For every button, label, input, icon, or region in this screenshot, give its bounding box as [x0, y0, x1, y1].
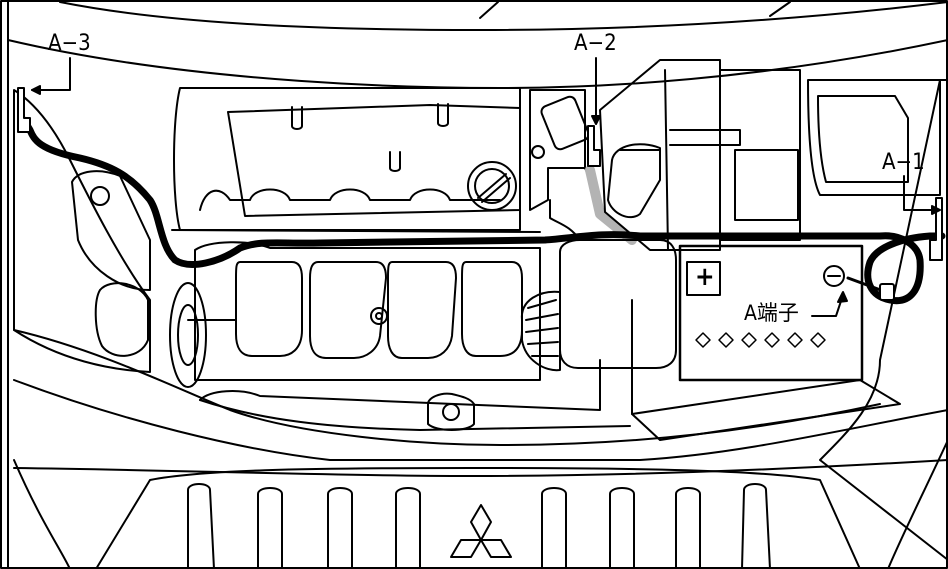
airbox-ridge	[669, 129, 741, 146]
intake-clamp	[607, 143, 661, 219]
runner-2	[309, 261, 387, 359]
sensor-knob	[531, 145, 545, 159]
airbox-lid	[734, 149, 799, 221]
oil-filler-cap-inner	[474, 168, 510, 204]
a3-leader-arrow	[31, 85, 41, 95]
cell-cap-1	[695, 332, 711, 348]
battery-negative-post	[823, 265, 845, 287]
radiator-support-lower	[13, 379, 948, 461]
manifold-bolt	[370, 307, 388, 325]
battery-positive-post	[686, 261, 721, 296]
radiator-panel-edge	[199, 359, 601, 411]
fuse-box-lid	[817, 95, 909, 183]
grille-slot-2	[257, 487, 283, 569]
air-filter-box	[559, 239, 677, 369]
cell-cap-6	[810, 332, 826, 348]
grille-slot-8	[741, 483, 771, 569]
sensor-window	[540, 95, 590, 151]
sensor-bracket	[529, 89, 586, 211]
a1-bracket	[929, 197, 943, 261]
radiator-cap	[427, 392, 475, 431]
grille-slot-1	[187, 483, 215, 569]
callout-a1: A−1	[882, 150, 925, 175]
grille-outer	[95, 467, 861, 569]
manifold-bolt-inner	[375, 312, 383, 320]
head-lower-edge	[171, 229, 541, 233]
runner-1	[235, 261, 303, 357]
a3-bracket	[17, 87, 31, 133]
emblem-diamond-top	[470, 504, 492, 541]
radiator-core-upper	[199, 399, 631, 431]
left-strut-bolt	[90, 186, 110, 206]
battery-tray	[631, 379, 901, 441]
cell-cap-4	[764, 332, 780, 348]
cell-cap-5	[787, 332, 803, 348]
head-gasket-bumps	[199, 188, 501, 211]
emblem-diamond-right	[480, 539, 512, 558]
hood-crease-2	[769, 1, 791, 17]
callout-a3: A−3	[48, 31, 91, 56]
grille-slot-3	[327, 487, 353, 569]
corrugated-hose	[520, 290, 561, 372]
crank-pulley	[169, 282, 207, 388]
left-fender-panel	[13, 89, 151, 373]
terminal-leader-line	[811, 297, 843, 317]
oil-filler-cap-grip	[477, 173, 507, 199]
cell-cap-2	[718, 332, 734, 348]
intake-edge	[664, 69, 669, 251]
grille-shell	[13, 459, 948, 477]
engine-head-cover-inner	[227, 104, 521, 217]
airbox-tower	[719, 69, 801, 241]
battery-body	[678, 244, 864, 382]
grille-slot-4	[395, 487, 421, 569]
harness-terminal-lug	[879, 283, 895, 301]
terminal-leader-arrow	[837, 291, 848, 303]
cell-cap-3	[741, 332, 757, 348]
grille-slot-6	[609, 487, 635, 569]
cam-cover-slot-1	[291, 106, 303, 130]
runner-3	[387, 261, 457, 359]
left-reservoir	[94, 282, 149, 357]
hood-top-edge	[59, 1, 948, 31]
engine-head-cover	[173, 87, 521, 231]
a3-leader-line	[31, 57, 71, 91]
cam-cover-slot-3	[389, 151, 401, 172]
oil-filler-cap	[467, 161, 517, 211]
right-fender-panel	[819, 79, 948, 561]
three-diamond-emblem-icon	[450, 504, 512, 558]
intake-duct	[599, 59, 721, 251]
grille-right-curve	[887, 439, 948, 569]
hood-crease-1	[479, 1, 499, 19]
oil-filler-cap-grip-2	[481, 177, 511, 203]
a1-leader-line	[903, 175, 939, 211]
a2-bracket	[587, 125, 601, 167]
a1-leader-arrow	[931, 205, 941, 215]
cam-cover-slot-2	[437, 103, 449, 127]
harness-main	[20, 116, 946, 305]
runner-4	[461, 261, 523, 357]
grille-slot-7	[675, 487, 701, 569]
grille-slot-5	[541, 487, 567, 569]
battery-positive-label: +	[695, 262, 715, 292]
left-strut-tower	[71, 170, 151, 291]
hose-ribs	[525, 299, 559, 357]
radiator-support-upper	[13, 329, 881, 446]
battery-cell-caps	[695, 332, 826, 348]
callout-a2: A−2	[574, 31, 617, 56]
crank-pulley-inner	[177, 304, 199, 366]
fuse-box	[807, 79, 941, 196]
radiator-cap-center	[442, 403, 460, 421]
grille-left-curve	[13, 459, 71, 569]
callout-terminal: A端子	[744, 301, 799, 325]
a2-leader-arrow	[591, 115, 601, 125]
emblem-diamond-left	[450, 539, 482, 558]
